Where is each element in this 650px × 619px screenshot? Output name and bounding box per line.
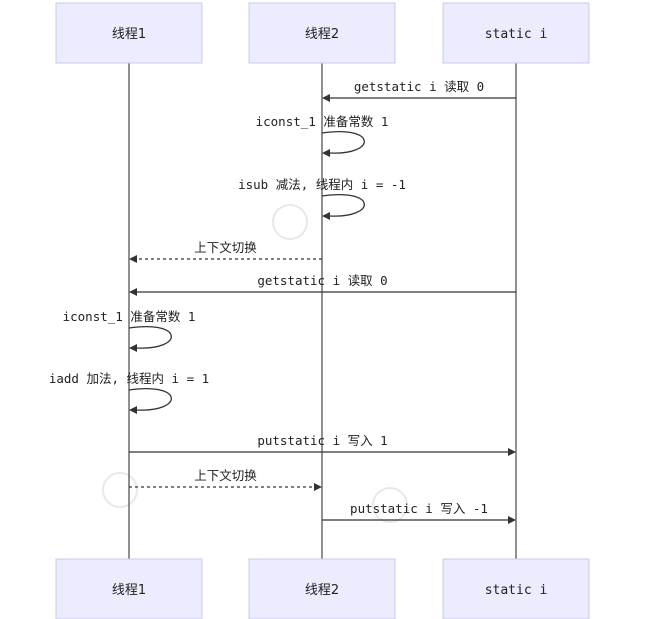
message-label: 上下文切换 — [194, 468, 257, 483]
actor-label: static i — [485, 583, 548, 598]
message-label: getstatic i 读取 0 — [354, 79, 484, 94]
actor-label: static i — [485, 27, 548, 42]
arrowhead — [322, 94, 330, 102]
arrowhead — [129, 406, 137, 414]
actors-top-row: 线程1 线程2 static i — [55, 2, 590, 64]
lifelines — [128, 63, 517, 559]
arrowhead — [322, 212, 330, 220]
message-3: isub 减法, 线程内 i = -1 — [238, 177, 406, 220]
actor-t1-top: 线程1 — [55, 2, 203, 64]
message-4: 上下文切换 — [129, 240, 322, 263]
actor-box — [442, 558, 590, 619]
actor-label: 线程2 — [305, 583, 339, 598]
message-10: putstatic i 写入 -1 — [322, 501, 516, 524]
arrowhead — [129, 344, 137, 352]
actor-label: 线程1 — [112, 583, 146, 598]
actor-box — [248, 2, 396, 64]
message-6: iconst_1 准备常数 1 — [63, 309, 196, 352]
arrowhead — [129, 288, 137, 296]
actor-t1-bottom: 线程1 — [55, 558, 203, 619]
actor-t2-bottom: 线程2 — [248, 558, 396, 619]
message-label: getstatic i 读取 0 — [257, 273, 387, 288]
arrowhead — [129, 255, 137, 263]
actor-label: 线程2 — [305, 27, 339, 42]
arrowhead — [322, 149, 330, 157]
message-label: 上下文切换 — [194, 240, 257, 255]
actors-bottom-row: 线程1 线程2 static i — [55, 558, 590, 619]
message-label: putstatic i 写入 -1 — [350, 501, 488, 516]
messages: getstatic i 读取 0 iconst_1 准备常数 1 isub 减法, … — [49, 79, 516, 524]
arrowhead — [314, 483, 322, 491]
self-loop — [128, 388, 172, 411]
actor-si-bottom: static i — [442, 558, 590, 619]
message-9: 上下文切换 — [129, 468, 322, 491]
self-loop — [321, 131, 365, 154]
actor-box — [55, 558, 203, 619]
self-loop — [128, 326, 172, 349]
actor-t2-top: 线程2 — [248, 2, 396, 64]
message-8: putstatic i 写入 1 — [129, 433, 516, 456]
message-7: iadd 加法, 线程内 i = 1 — [49, 371, 209, 414]
message-5: getstatic i 读取 0 — [129, 273, 516, 296]
message-2: iconst_1 准备常数 1 — [256, 114, 389, 157]
message-label: putstatic i 写入 1 — [257, 433, 387, 448]
actor-box — [248, 558, 396, 619]
actor-box — [442, 2, 590, 64]
message-label: iadd 加法, 线程内 i = 1 — [49, 371, 209, 386]
message-label: iconst_1 准备常数 1 — [63, 309, 196, 324]
actor-label: 线程1 — [112, 27, 146, 42]
watermark-logos — [102, 204, 408, 523]
message-label: isub 减法, 线程内 i = -1 — [238, 177, 406, 192]
message-label: iconst_1 准备常数 1 — [256, 114, 389, 129]
self-loop — [321, 194, 365, 217]
message-1: getstatic i 读取 0 — [322, 79, 516, 102]
arrowhead — [508, 448, 516, 456]
actor-box — [55, 2, 203, 64]
actor-si-top: static i — [442, 2, 590, 64]
arrowhead — [508, 516, 516, 524]
